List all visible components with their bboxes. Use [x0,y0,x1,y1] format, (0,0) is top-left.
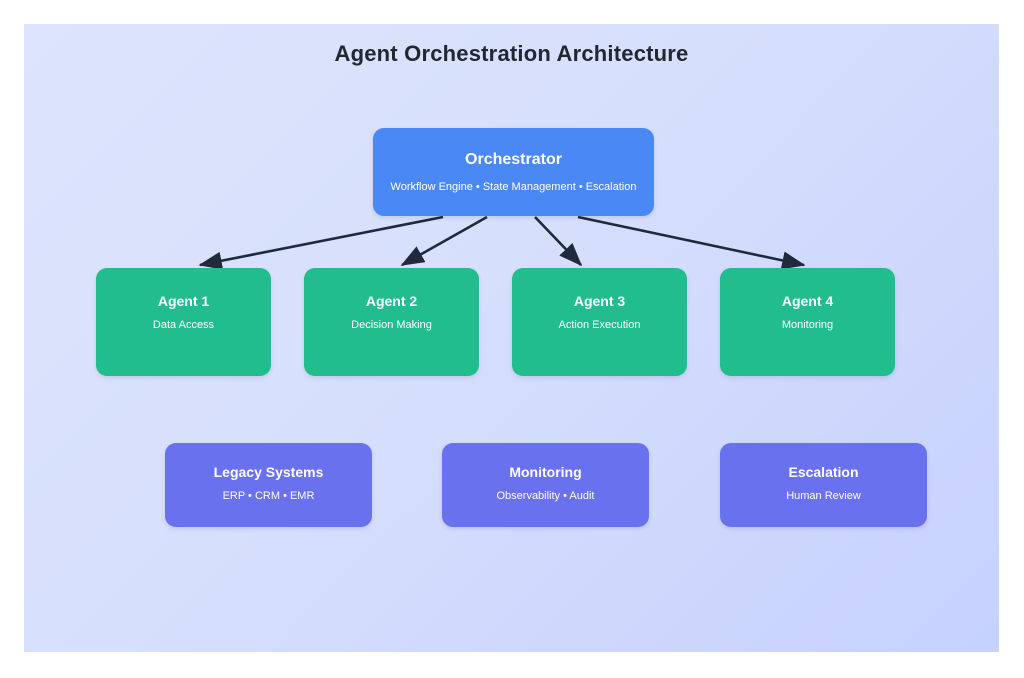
node-monitoring-title: Monitoring [509,464,582,480]
diagram-title: Agent Orchestration Architecture [334,41,689,66]
node-monitoring[interactable]: Monitoring Observability • Audit [442,443,649,527]
node-agent-4-subtitle: Monitoring [781,319,834,331]
node-orchestrator-subtitle: Workflow Engine • State Management • Esc… [390,181,637,193]
node-legacy-systems-subtitle: ERP • CRM • EMR [222,490,315,502]
node-agent-2-subtitle: Decision Making [351,319,432,331]
node-monitoring-subtitle: Observability • Audit [496,490,595,502]
node-escalation-title: Escalation [788,464,859,480]
connector-orchestrator-agent-3 [534,216,583,267]
connector-orchestrator-agent-1 [198,215,444,270]
node-agent-1-title: Agent 1 [157,293,210,309]
connector-orchestrator-agent-4 [577,215,806,270]
node-legacy-systems-title: Legacy Systems [213,464,324,480]
node-legacy-systems[interactable]: Legacy Systems ERP • CRM • EMR [165,443,372,527]
node-agent-1[interactable]: Agent 1 Data Access [96,268,271,376]
diagram-canvas: Agent Orchestration Architecture Orchest… [24,24,999,652]
connector-orchestrator-agent-2 [400,215,488,267]
node-agent-3-subtitle: Action Execution [558,319,641,331]
node-agent-4-title: Agent 4 [781,293,834,309]
node-agent-2[interactable]: Agent 2 Decision Making [304,268,479,376]
node-escalation[interactable]: Escalation Human Review [720,443,927,527]
node-escalation-subtitle: Human Review [786,490,861,502]
node-agent-2-title: Agent 2 [365,293,418,309]
node-orchestrator[interactable]: Orchestrator Workflow Engine • State Man… [373,128,654,216]
node-agent-4[interactable]: Agent 4 Monitoring [720,268,895,376]
node-agent-3[interactable]: Agent 3 Action Execution [512,268,687,376]
node-orchestrator-title: Orchestrator [465,151,562,168]
node-agent-3-title: Agent 3 [573,293,626,309]
node-agent-1-subtitle: Data Access [152,319,215,331]
